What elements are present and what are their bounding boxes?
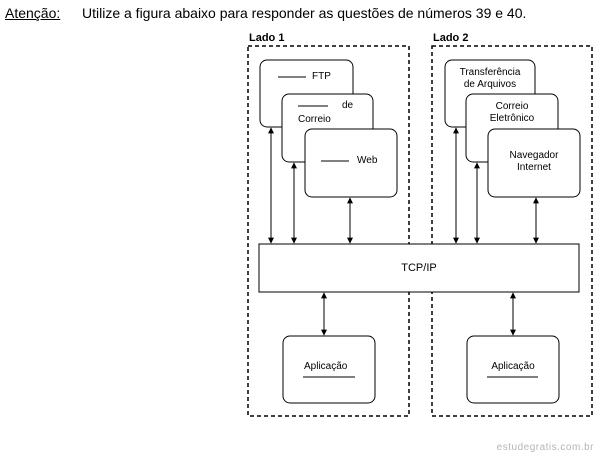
tcpip-box bbox=[258, 243, 580, 293]
browser-box bbox=[487, 128, 581, 198]
web-label: Web bbox=[357, 155, 378, 166]
attention-label: Atenção: bbox=[5, 5, 61, 21]
instruction-text: Utilize a figura abaixo para responder a… bbox=[82, 5, 527, 21]
ftp-label: FTP bbox=[312, 71, 331, 82]
email-line2: Eletrônico bbox=[489, 113, 535, 124]
app-box-side2 bbox=[466, 335, 560, 404]
side1-label: Lado 1 bbox=[249, 32, 285, 44]
side2-label: Lado 2 bbox=[433, 32, 469, 44]
browser-line1: Navegador bbox=[509, 150, 559, 161]
side1-container bbox=[247, 45, 410, 417]
app-box-side1 bbox=[282, 335, 376, 404]
tcpip-label: TCP/IP bbox=[401, 262, 437, 274]
email-line1: Correio bbox=[495, 101, 529, 112]
instructions-header: Atenção: Utilize a figura abaixo para re… bbox=[5, 5, 526, 21]
app1-label: Aplicação bbox=[304, 361, 348, 372]
web-box bbox=[304, 128, 398, 198]
transfer-line2: de Arquivos bbox=[463, 79, 517, 90]
side2-container bbox=[431, 45, 593, 417]
mail-correio-label: Correio bbox=[298, 114, 331, 125]
watermark: estudegratis.com.br bbox=[496, 442, 594, 453]
browser-line2: Internet bbox=[517, 162, 551, 173]
mail-de-label: de bbox=[342, 100, 354, 111]
app2-label: Aplicação bbox=[491, 361, 535, 372]
transfer-line1: Transferência bbox=[459, 67, 521, 78]
